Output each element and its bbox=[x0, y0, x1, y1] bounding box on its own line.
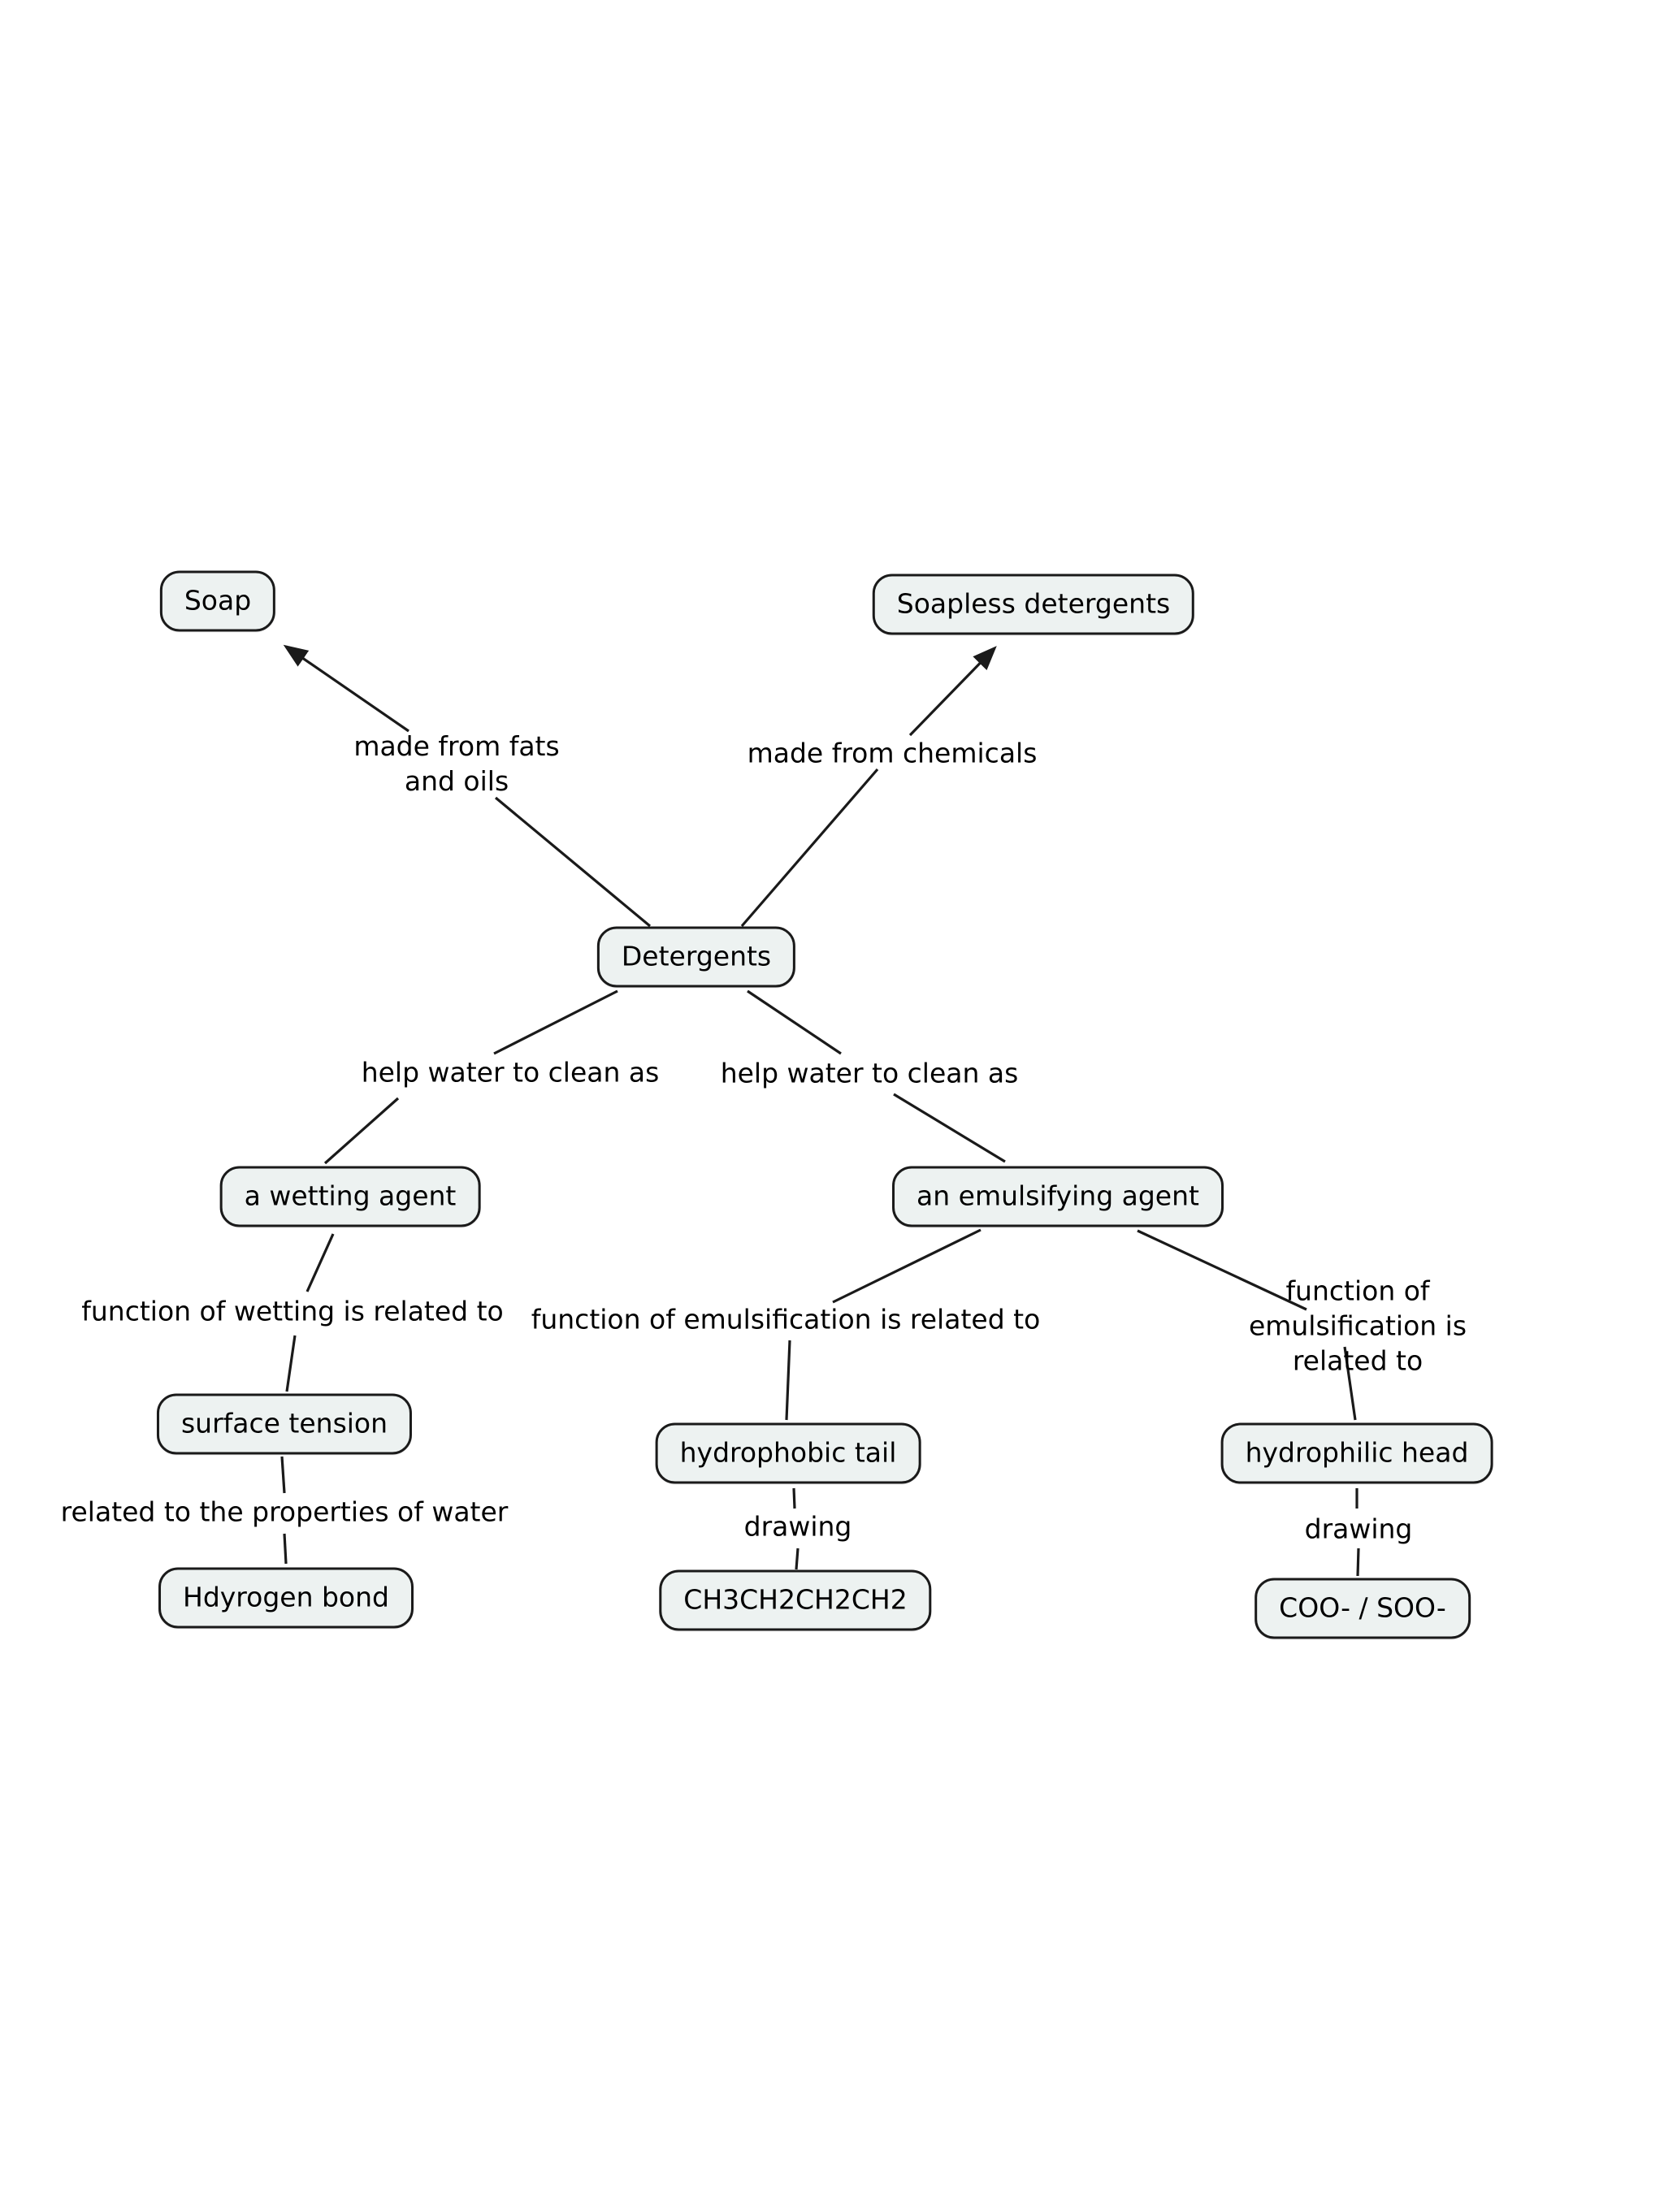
edge-emul-right-upper bbox=[1137, 1229, 1307, 1311]
edge-chem-lower bbox=[740, 768, 879, 928]
edge-label-function-of-wetting[interactable]: function of wetting is related to bbox=[81, 1295, 504, 1327]
edge-help-left-upper bbox=[493, 989, 618, 1055]
concept-node-hydrophobic-tail[interactable]: hydrophobic tail bbox=[655, 1422, 921, 1484]
edge-drawing-mid-upper bbox=[792, 1487, 796, 1509]
edge-label-drawing-mid[interactable]: drawing bbox=[743, 1510, 852, 1543]
edge-help-right-lower bbox=[893, 1093, 1006, 1163]
concept-node-soap[interactable]: Soap bbox=[159, 570, 276, 632]
edge-fats-upper bbox=[283, 644, 410, 733]
edge-label-made-from-fats[interactable]: made from fats and oils bbox=[353, 730, 560, 797]
edge-emul-mid-lower bbox=[785, 1340, 791, 1421]
concept-node-emulsifying-agent[interactable]: an emulsifying agent bbox=[892, 1166, 1224, 1227]
concept-node-hydrophilic-head[interactable]: hydrophilic head bbox=[1220, 1422, 1493, 1484]
edge-help-left-lower bbox=[323, 1097, 400, 1165]
edge-label-help-water-right[interactable]: help water to clean as bbox=[720, 1057, 1019, 1089]
edge-help-right-upper bbox=[747, 989, 842, 1055]
edge-chem-upper bbox=[908, 646, 997, 737]
concept-node-wetting-agent[interactable]: a wetting agent bbox=[219, 1166, 481, 1227]
edge-label-drawing-right[interactable]: drawing bbox=[1304, 1513, 1413, 1545]
edge-label-function-of-emulsification-mid[interactable]: function of emulsification is related to bbox=[531, 1303, 1041, 1335]
edge-label-made-from-chemicals[interactable]: made from chemicals bbox=[747, 737, 1038, 769]
concept-node-hydrogen-bond[interactable]: Hdyrogen bond bbox=[158, 1567, 414, 1629]
edge-wetting-upper bbox=[306, 1233, 335, 1292]
edge-label-related-to-properties-of-water[interactable]: related to the properties of water bbox=[60, 1496, 509, 1528]
edge-fats-lower bbox=[494, 796, 652, 928]
concept-node-surface-tension[interactable]: surface tension bbox=[156, 1393, 413, 1455]
edge-water-lower bbox=[283, 1533, 288, 1565]
edge-label-help-water-left[interactable]: help water to clean as bbox=[361, 1056, 660, 1089]
edge-emul-mid-upper bbox=[832, 1228, 982, 1304]
edge-emul-right-lower bbox=[1343, 1346, 1357, 1421]
edge-label-function-of-emulsification-right[interactable]: function of emulsification is related to bbox=[1248, 1275, 1467, 1377]
edge-wetting-lower bbox=[285, 1335, 297, 1392]
concept-node-ch3-chain[interactable]: CH3CH2CH2CH2 bbox=[659, 1569, 932, 1631]
edge-drawing-mid-lower bbox=[795, 1548, 800, 1570]
concept-node-soapless-detergents[interactable]: Soapless detergents bbox=[872, 574, 1195, 635]
concept-node-detergents[interactable]: Detergents bbox=[596, 926, 796, 988]
concept-node-coo-soo[interactable]: COO- / SOO- bbox=[1254, 1578, 1471, 1639]
edge-water-upper bbox=[280, 1456, 286, 1494]
